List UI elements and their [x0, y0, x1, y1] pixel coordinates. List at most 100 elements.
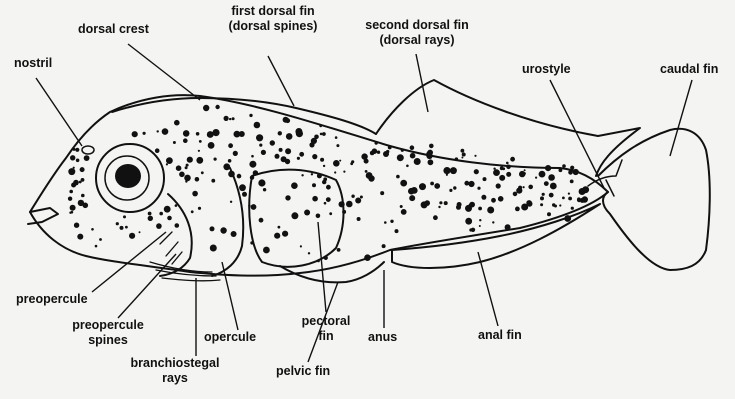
label-nostril: nostril — [14, 56, 52, 71]
body-spot — [248, 205, 250, 207]
body-spot — [199, 140, 202, 143]
body-spot — [320, 133, 323, 136]
body-spot — [285, 195, 290, 200]
body-spot — [483, 177, 487, 181]
body-spot — [380, 191, 384, 195]
body-spot — [365, 156, 367, 158]
body-spot — [335, 136, 338, 139]
label-preopercule-spines-line2: spines — [58, 333, 158, 348]
body-spot — [559, 204, 561, 206]
body-spot — [259, 144, 262, 147]
body-spot — [410, 153, 416, 159]
body-spot — [562, 164, 566, 168]
body-spot — [419, 183, 426, 190]
body-spot — [571, 207, 574, 210]
body-spot — [498, 196, 504, 202]
leader-dorsal-crest — [128, 44, 200, 100]
body-spot — [301, 174, 303, 176]
body-spot — [233, 151, 238, 156]
body-spot — [68, 168, 75, 175]
body-spot — [125, 226, 128, 229]
body-spot — [71, 211, 74, 214]
label-first-dorsal-fin-line1: first dorsal fin — [218, 4, 328, 19]
body-spot — [297, 157, 300, 160]
body-spot — [547, 212, 551, 216]
body-spot — [132, 131, 138, 137]
body-spot — [515, 207, 520, 212]
body-spot — [68, 197, 72, 201]
label-pectoral-fin: pectoral fin — [296, 314, 356, 344]
body-spots — [68, 105, 589, 263]
leader-caudal-fin — [670, 80, 692, 156]
body-spot — [568, 193, 570, 195]
opercule-edge — [212, 168, 243, 276]
body-spot — [95, 245, 98, 248]
body-spot — [400, 205, 403, 208]
body-spot — [285, 148, 291, 154]
body-spot — [250, 241, 253, 244]
body-spot — [524, 169, 526, 171]
body-spot — [239, 184, 246, 191]
body-spot — [465, 205, 472, 212]
pelvic-fin-shape — [280, 262, 384, 282]
body-spot — [461, 149, 465, 153]
body-spot — [559, 168, 563, 172]
body-spot — [70, 155, 75, 160]
body-spot — [579, 188, 586, 195]
body-spot — [360, 196, 363, 199]
body-spot — [350, 162, 353, 165]
body-spot — [258, 179, 265, 186]
body-spot — [326, 197, 331, 202]
body-spot — [259, 218, 264, 223]
body-spot — [570, 180, 574, 184]
body-spot — [461, 157, 463, 159]
body-spot — [129, 233, 135, 239]
pupil — [115, 164, 141, 188]
body-spot — [510, 157, 515, 162]
label-branchiostegal-rays-line2: rays — [120, 371, 230, 386]
body-spot — [309, 142, 314, 147]
body-spot — [69, 190, 73, 194]
body-spot — [523, 172, 526, 175]
body-spot — [355, 198, 361, 204]
body-spot — [496, 183, 501, 188]
body-spot — [312, 183, 316, 187]
body-spot — [187, 157, 193, 163]
body-spot — [162, 128, 169, 135]
body-spot — [487, 207, 494, 214]
body-spot — [479, 225, 481, 227]
body-spot — [450, 167, 457, 174]
body-spot — [329, 212, 332, 215]
body-spot — [175, 204, 178, 207]
body-spot — [254, 122, 261, 129]
body-spot — [540, 203, 543, 206]
body-spot — [464, 181, 469, 186]
body-spot — [164, 206, 171, 213]
body-spot — [502, 167, 505, 170]
body-spot — [339, 201, 345, 207]
label-preopercule-spines: preopercule spines — [58, 318, 158, 348]
body-spot — [183, 138, 188, 143]
body-spot — [201, 171, 204, 174]
body-spot — [513, 192, 518, 197]
body-spot — [83, 203, 89, 209]
body-spot — [75, 148, 79, 152]
body-spot — [223, 163, 230, 170]
body-spot — [91, 228, 94, 231]
body-spot — [542, 193, 545, 196]
body-spot — [383, 151, 389, 157]
body-spot — [76, 159, 80, 163]
body-spot — [237, 174, 242, 179]
body-spot — [156, 223, 162, 229]
body-spot — [469, 204, 472, 207]
body-spot — [493, 168, 495, 170]
body-spot — [577, 198, 581, 202]
body-spot — [73, 148, 76, 151]
body-spot — [481, 195, 486, 200]
body-spot — [491, 198, 496, 203]
body-spot — [291, 182, 298, 189]
body-spot — [384, 221, 387, 224]
body-spot — [438, 206, 440, 208]
body-spot — [317, 173, 322, 178]
